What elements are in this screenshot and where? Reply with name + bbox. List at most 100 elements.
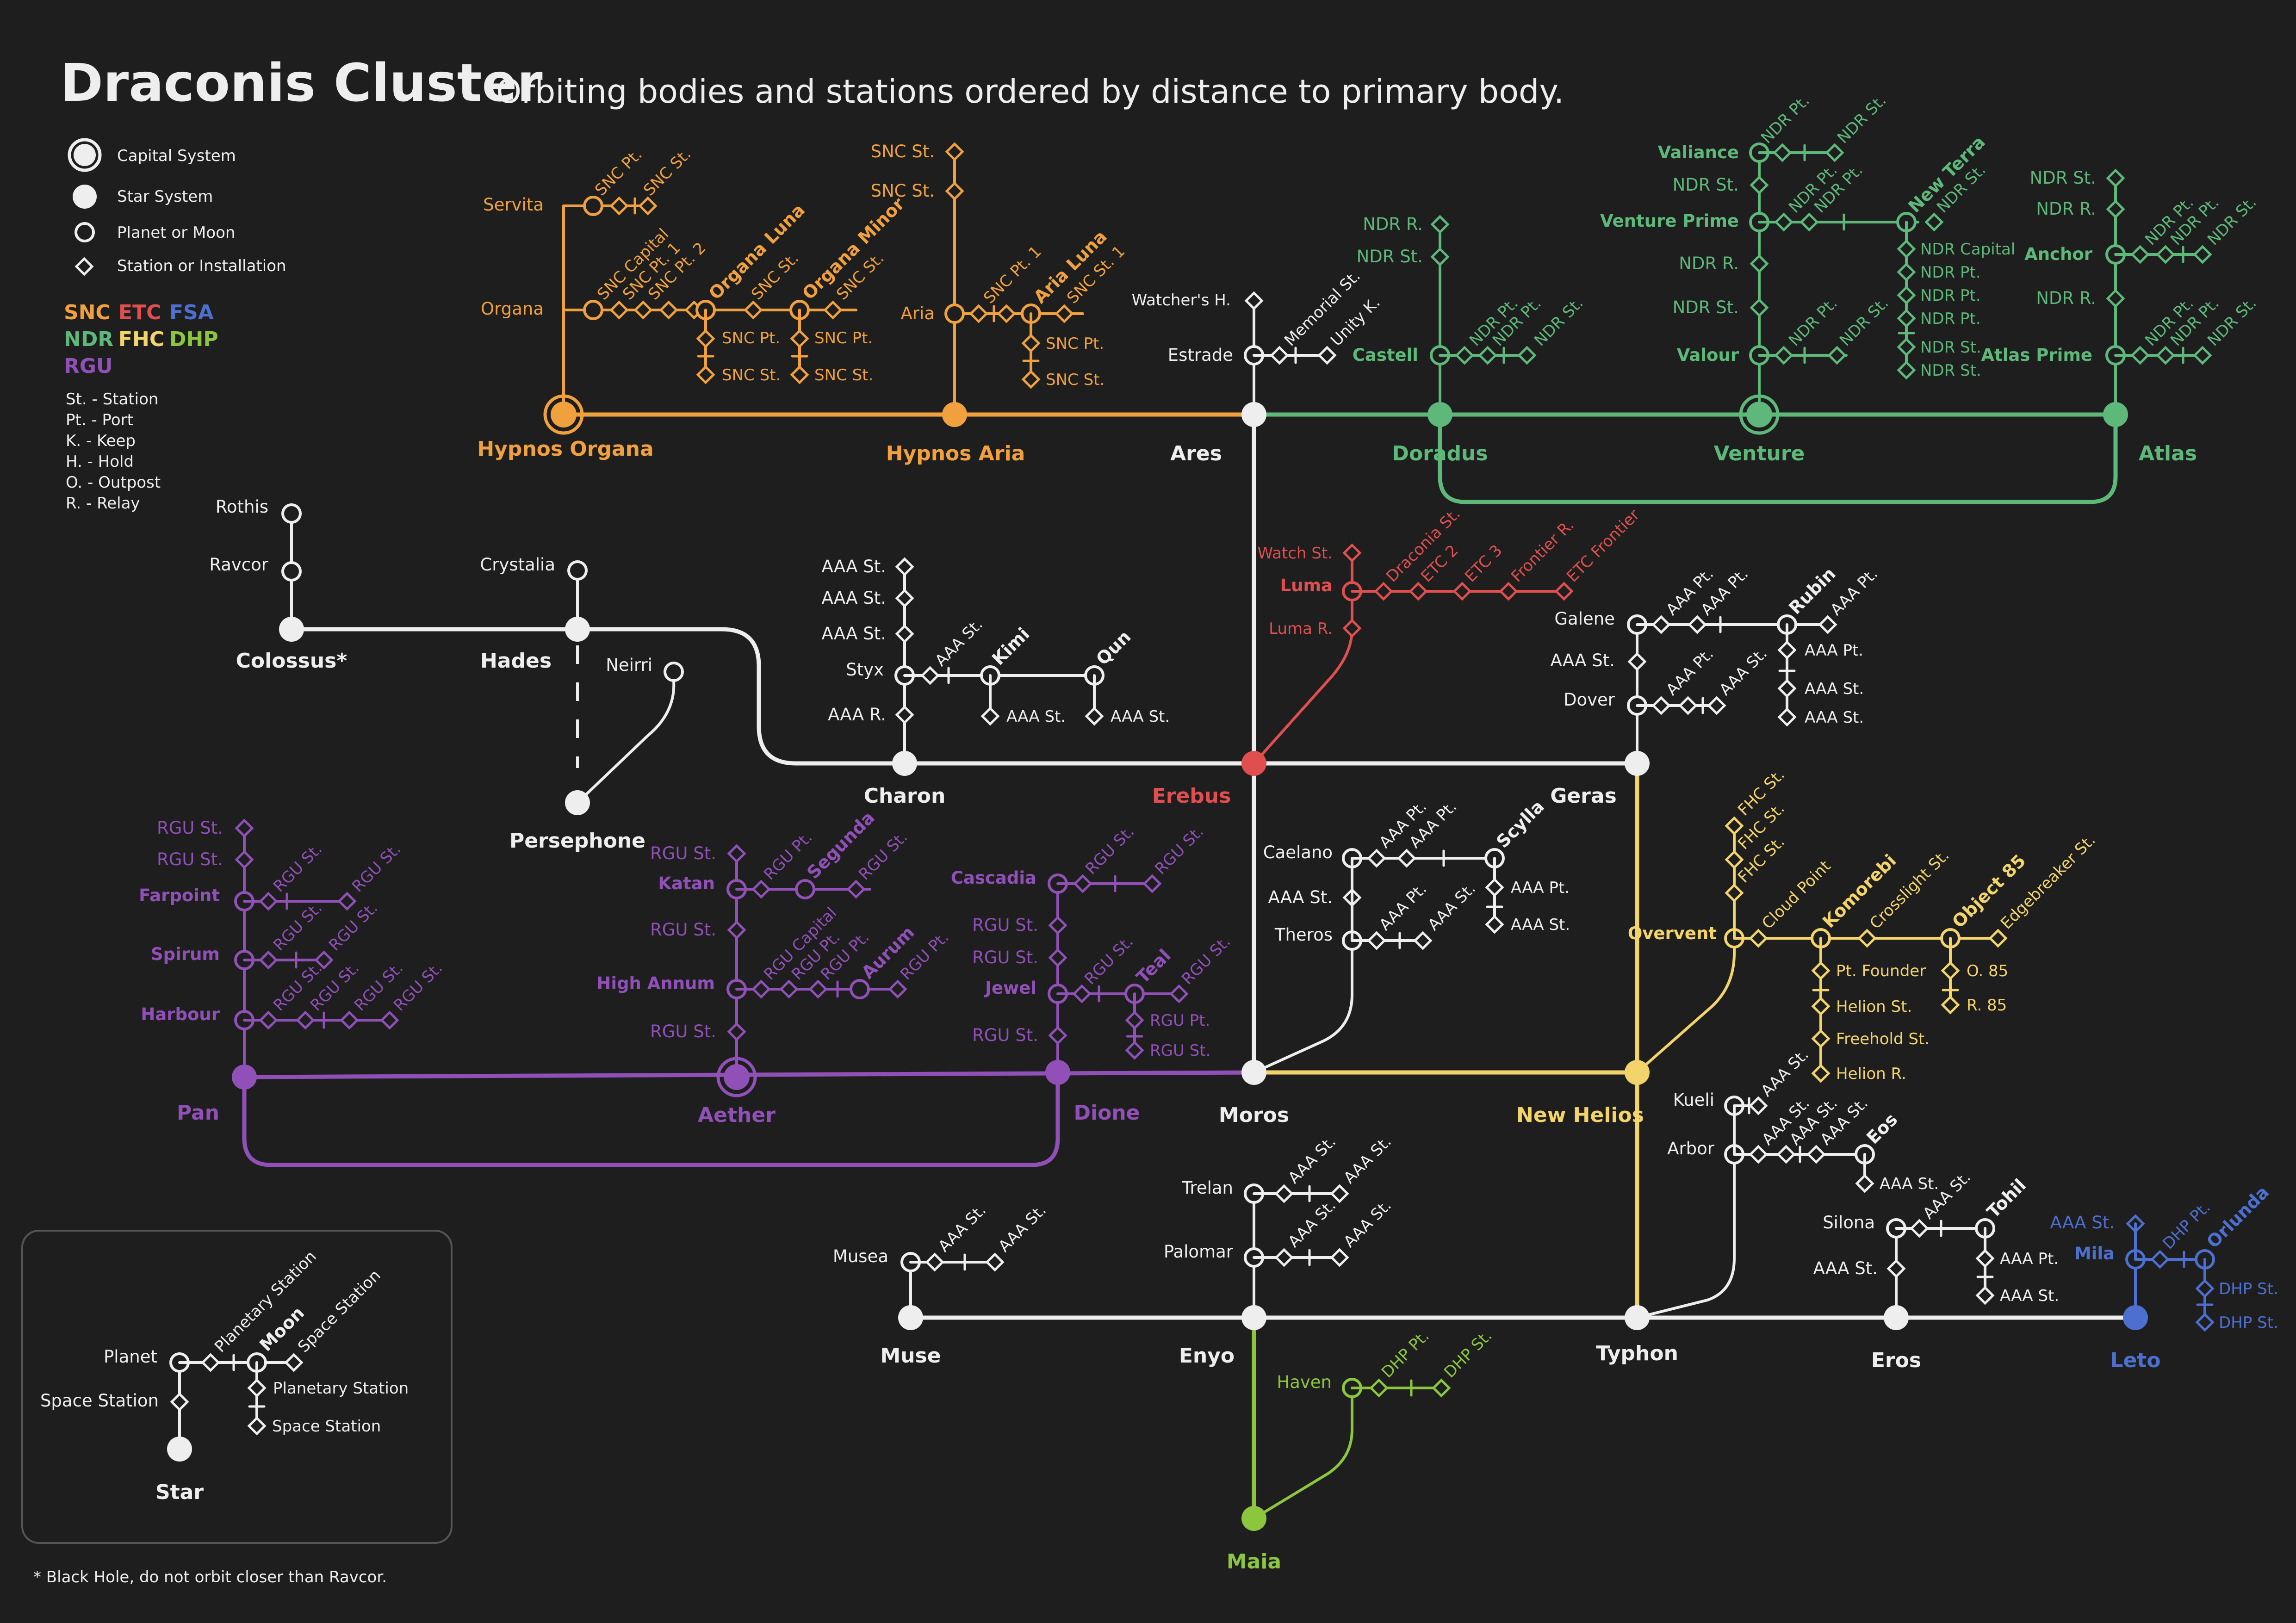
station-marker[interactable]: [2195, 1279, 2215, 1298]
persephone-marker[interactable]: [565, 790, 590, 815]
station-marker[interactable]: [1777, 679, 1797, 698]
station-marker[interactable]: [1811, 961, 1831, 980]
station-marker[interactable]: [1369, 1378, 1389, 1398]
station-marker[interactable]: [1897, 337, 1916, 357]
station-marker[interactable]: [1342, 619, 1362, 638]
station-marker[interactable]: [1811, 1064, 1831, 1083]
station-marker[interactable]: [340, 1010, 359, 1030]
station-marker[interactable]: [1499, 582, 1518, 601]
station-marker[interactable]: [1342, 543, 1362, 563]
station-marker[interactable]: [2106, 289, 2125, 308]
station-marker[interactable]: [751, 979, 771, 999]
station-marker[interactable]: [1517, 346, 1537, 365]
station-marker[interactable]: [2193, 245, 2212, 264]
station-marker[interactable]: [296, 1010, 315, 1030]
station-marker[interactable]: [314, 950, 334, 970]
rothis-marker[interactable]: [281, 503, 302, 524]
station-marker[interactable]: [1777, 640, 1797, 660]
station-marker[interactable]: [1910, 1219, 1929, 1238]
station-marker[interactable]: [1897, 360, 1916, 380]
station-marker[interactable]: [1317, 346, 1337, 365]
station-marker[interactable]: [925, 1252, 944, 1272]
station-marker[interactable]: [1800, 212, 1819, 232]
new-helios-marker[interactable]: [1625, 1060, 1650, 1085]
station-marker[interactable]: [1975, 1249, 1995, 1268]
station-marker[interactable]: [1397, 849, 1416, 868]
station-marker[interactable]: [696, 365, 715, 384]
station-marker[interactable]: [1975, 1286, 1995, 1305]
station-marker[interactable]: [659, 300, 678, 320]
station-marker[interactable]: [2106, 168, 2125, 188]
station-marker[interactable]: [337, 892, 357, 911]
erebus-marker[interactable]: [1241, 751, 1266, 776]
station-marker[interactable]: [1367, 931, 1386, 950]
station-marker[interactable]: [1330, 1184, 1349, 1203]
ares-marker[interactable]: [1241, 402, 1266, 427]
station-marker[interactable]: [1707, 696, 1726, 715]
station-marker[interactable]: [846, 880, 866, 899]
station-marker[interactable]: [945, 181, 964, 201]
station-marker[interactable]: [1806, 1145, 1826, 1164]
key-star-marker[interactable]: [167, 1437, 192, 1462]
station-marker[interactable]: [1125, 1041, 1144, 1060]
station-marker[interactable]: [1021, 334, 1041, 353]
station-marker[interactable]: [609, 196, 629, 216]
station-marker[interactable]: [1244, 291, 1264, 310]
station-marker[interactable]: [888, 979, 907, 999]
station-marker[interactable]: [744, 300, 763, 320]
station-marker[interactable]: [1554, 582, 1574, 601]
station-marker[interactable]: [2106, 199, 2125, 219]
station-marker[interactable]: [895, 557, 914, 576]
station-marker[interactable]: [1941, 961, 1960, 980]
doradus-marker[interactable]: [1427, 402, 1452, 427]
station-marker[interactable]: [1274, 1248, 1294, 1267]
station-marker[interactable]: [609, 300, 629, 320]
station-marker[interactable]: [259, 1010, 278, 1030]
station-marker[interactable]: [1749, 1145, 1768, 1164]
station-marker[interactable]: [997, 304, 1016, 323]
station-marker[interactable]: [969, 304, 988, 323]
station-marker[interactable]: [1811, 1029, 1831, 1048]
station-marker[interactable]: [1073, 874, 1092, 893]
station-marker[interactable]: [284, 1353, 304, 1372]
station-marker[interactable]: [1048, 948, 1067, 967]
station-marker[interactable]: [235, 850, 254, 869]
station-marker[interactable]: [2156, 346, 2175, 365]
station-marker[interactable]: [1897, 309, 1916, 328]
dione-marker[interactable]: [1045, 1060, 1070, 1085]
station-marker[interactable]: [727, 844, 746, 863]
station-marker[interactable]: [1270, 346, 1289, 365]
colossus-marker[interactable]: [279, 617, 304, 642]
hypnos-organa-marker[interactable]: [551, 402, 577, 427]
station-marker[interactable]: [727, 1022, 746, 1041]
station-marker[interactable]: [1897, 239, 1916, 259]
station-marker[interactable]: [2156, 245, 2175, 264]
station-marker[interactable]: [1485, 878, 1504, 897]
venture-marker[interactable]: [1746, 402, 1772, 427]
segunda-marker[interactable]: [795, 879, 815, 899]
station-marker[interactable]: [1430, 215, 1450, 234]
station-marker[interactable]: [823, 300, 843, 320]
hades-marker[interactable]: [565, 617, 590, 642]
station-marker[interactable]: [1085, 706, 1104, 726]
station-marker[interactable]: [1330, 1248, 1349, 1267]
station-marker[interactable]: [1021, 370, 1041, 389]
station-marker[interactable]: [247, 1416, 267, 1436]
station-marker[interactable]: [1750, 254, 1769, 273]
station-marker[interactable]: [1430, 247, 1450, 266]
station-marker[interactable]: [1274, 1184, 1294, 1203]
station-marker[interactable]: [1750, 175, 1769, 195]
station-marker[interactable]: [980, 706, 1000, 726]
station-marker[interactable]: [201, 1353, 220, 1372]
station-marker[interactable]: [1688, 615, 1707, 634]
station-marker[interactable]: [1725, 850, 1744, 869]
leto-marker[interactable]: [2123, 1305, 2148, 1330]
typhon-marker[interactable]: [1625, 1305, 1650, 1330]
station-marker[interactable]: [751, 880, 771, 899]
station-marker[interactable]: [2193, 346, 2212, 365]
station-marker[interactable]: [247, 1378, 267, 1398]
station-marker[interactable]: [1142, 874, 1162, 893]
station-marker[interactable]: [1478, 346, 1497, 365]
station-marker[interactable]: [1773, 143, 1792, 162]
station-marker[interactable]: [235, 818, 254, 838]
